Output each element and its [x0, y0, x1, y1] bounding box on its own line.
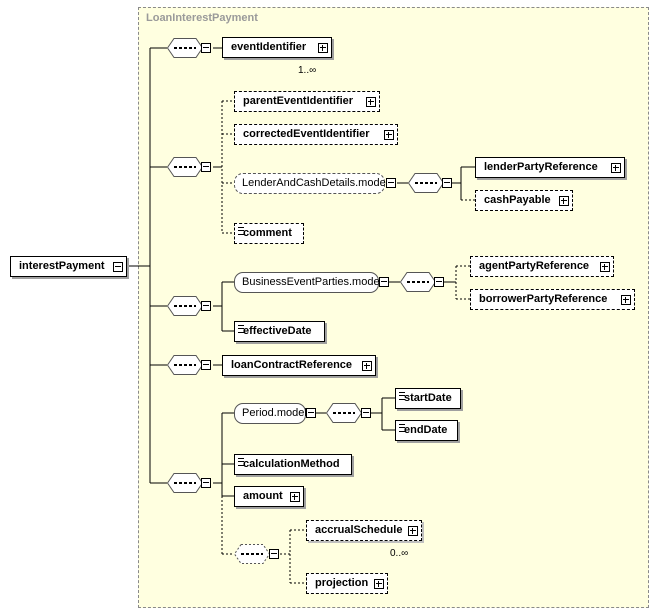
collapse-icon[interactable]: [306, 408, 316, 418]
collapse-icon[interactable]: [201, 478, 211, 488]
collapse-icon[interactable]: [434, 277, 444, 287]
expand-icon[interactable]: [621, 295, 631, 305]
element-accrualSchedule[interactable]: accrualSchedule: [306, 520, 422, 541]
group-LenderAndCashDetails-model[interactable]: LenderAndCashDetails.model: [234, 173, 388, 194]
element-lenderPartyReference[interactable]: lenderPartyReference: [475, 157, 625, 178]
element-amount[interactable]: amount: [234, 486, 304, 507]
element-cashPayable[interactable]: cashPayable: [475, 190, 573, 211]
expand-icon[interactable]: [559, 196, 569, 206]
element-agentPartyReference[interactable]: agentPartyReference: [470, 256, 614, 277]
expand-icon[interactable]: [384, 130, 394, 140]
expand-icon[interactable]: [408, 526, 418, 536]
element-calculationMethod[interactable]: calculationMethod: [234, 454, 352, 475]
collapse-icon[interactable]: [386, 178, 396, 188]
element-loanContractReference[interactable]: loanContractReference: [222, 355, 376, 376]
cardinality-label: 0..∞: [390, 548, 409, 559]
sequence-compositor-icon[interactable]: [167, 473, 203, 493]
group-Period-model[interactable]: Period.model: [234, 403, 307, 424]
expand-icon[interactable]: [318, 43, 328, 53]
expand-icon[interactable]: [290, 492, 300, 502]
element-eventIdentifier[interactable]: eventIdentifier: [222, 37, 332, 58]
sequence-compositor-optional-icon[interactable]: [234, 544, 270, 564]
expand-icon[interactable]: [366, 97, 376, 107]
type-title: LoanInterestPayment: [146, 12, 258, 24]
collapse-icon[interactable]: [269, 549, 279, 559]
collapse-icon[interactable]: [361, 408, 371, 418]
group-BusinessEventParties-model[interactable]: BusinessEventParties.model: [234, 272, 382, 293]
expand-icon[interactable]: [362, 361, 372, 371]
collapse-icon[interactable]: [201, 360, 211, 370]
expand-icon[interactable]: [600, 262, 610, 272]
expand-icon[interactable]: [611, 163, 621, 173]
collapse-icon[interactable]: [442, 178, 452, 188]
element-effectiveDate[interactable]: effectiveDate: [234, 321, 325, 342]
element-interestPayment[interactable]: interestPayment: [10, 256, 127, 277]
sequence-compositor-icon[interactable]: [408, 173, 444, 193]
collapse-icon[interactable]: [201, 162, 211, 172]
sequence-compositor-icon[interactable]: [167, 157, 203, 177]
sequence-compositor-icon[interactable]: [167, 296, 203, 316]
collapse-icon[interactable]: [379, 277, 389, 287]
element-correctedEventIdentifier[interactable]: correctedEventIdentifier: [234, 124, 398, 145]
sequence-compositor-icon[interactable]: [167, 355, 203, 375]
element-comment[interactable]: comment: [234, 223, 304, 244]
collapse-icon[interactable]: [201, 43, 211, 53]
collapse-icon[interactable]: [201, 301, 211, 311]
expand-icon[interactable]: [374, 579, 384, 589]
collapse-icon[interactable]: [113, 262, 123, 272]
cardinality-label: 1..∞: [298, 65, 317, 76]
element-borrowerPartyReference[interactable]: borrowerPartyReference: [470, 289, 635, 310]
sequence-compositor-icon[interactable]: [167, 38, 203, 58]
element-endDate[interactable]: endDate: [395, 420, 458, 441]
sequence-compositor-icon[interactable]: [400, 272, 436, 292]
element-parentEventIdentifier[interactable]: parentEventIdentifier: [234, 91, 380, 112]
element-projection[interactable]: projection: [306, 573, 388, 594]
element-startDate[interactable]: startDate: [395, 388, 461, 409]
sequence-compositor-icon[interactable]: [326, 403, 362, 423]
